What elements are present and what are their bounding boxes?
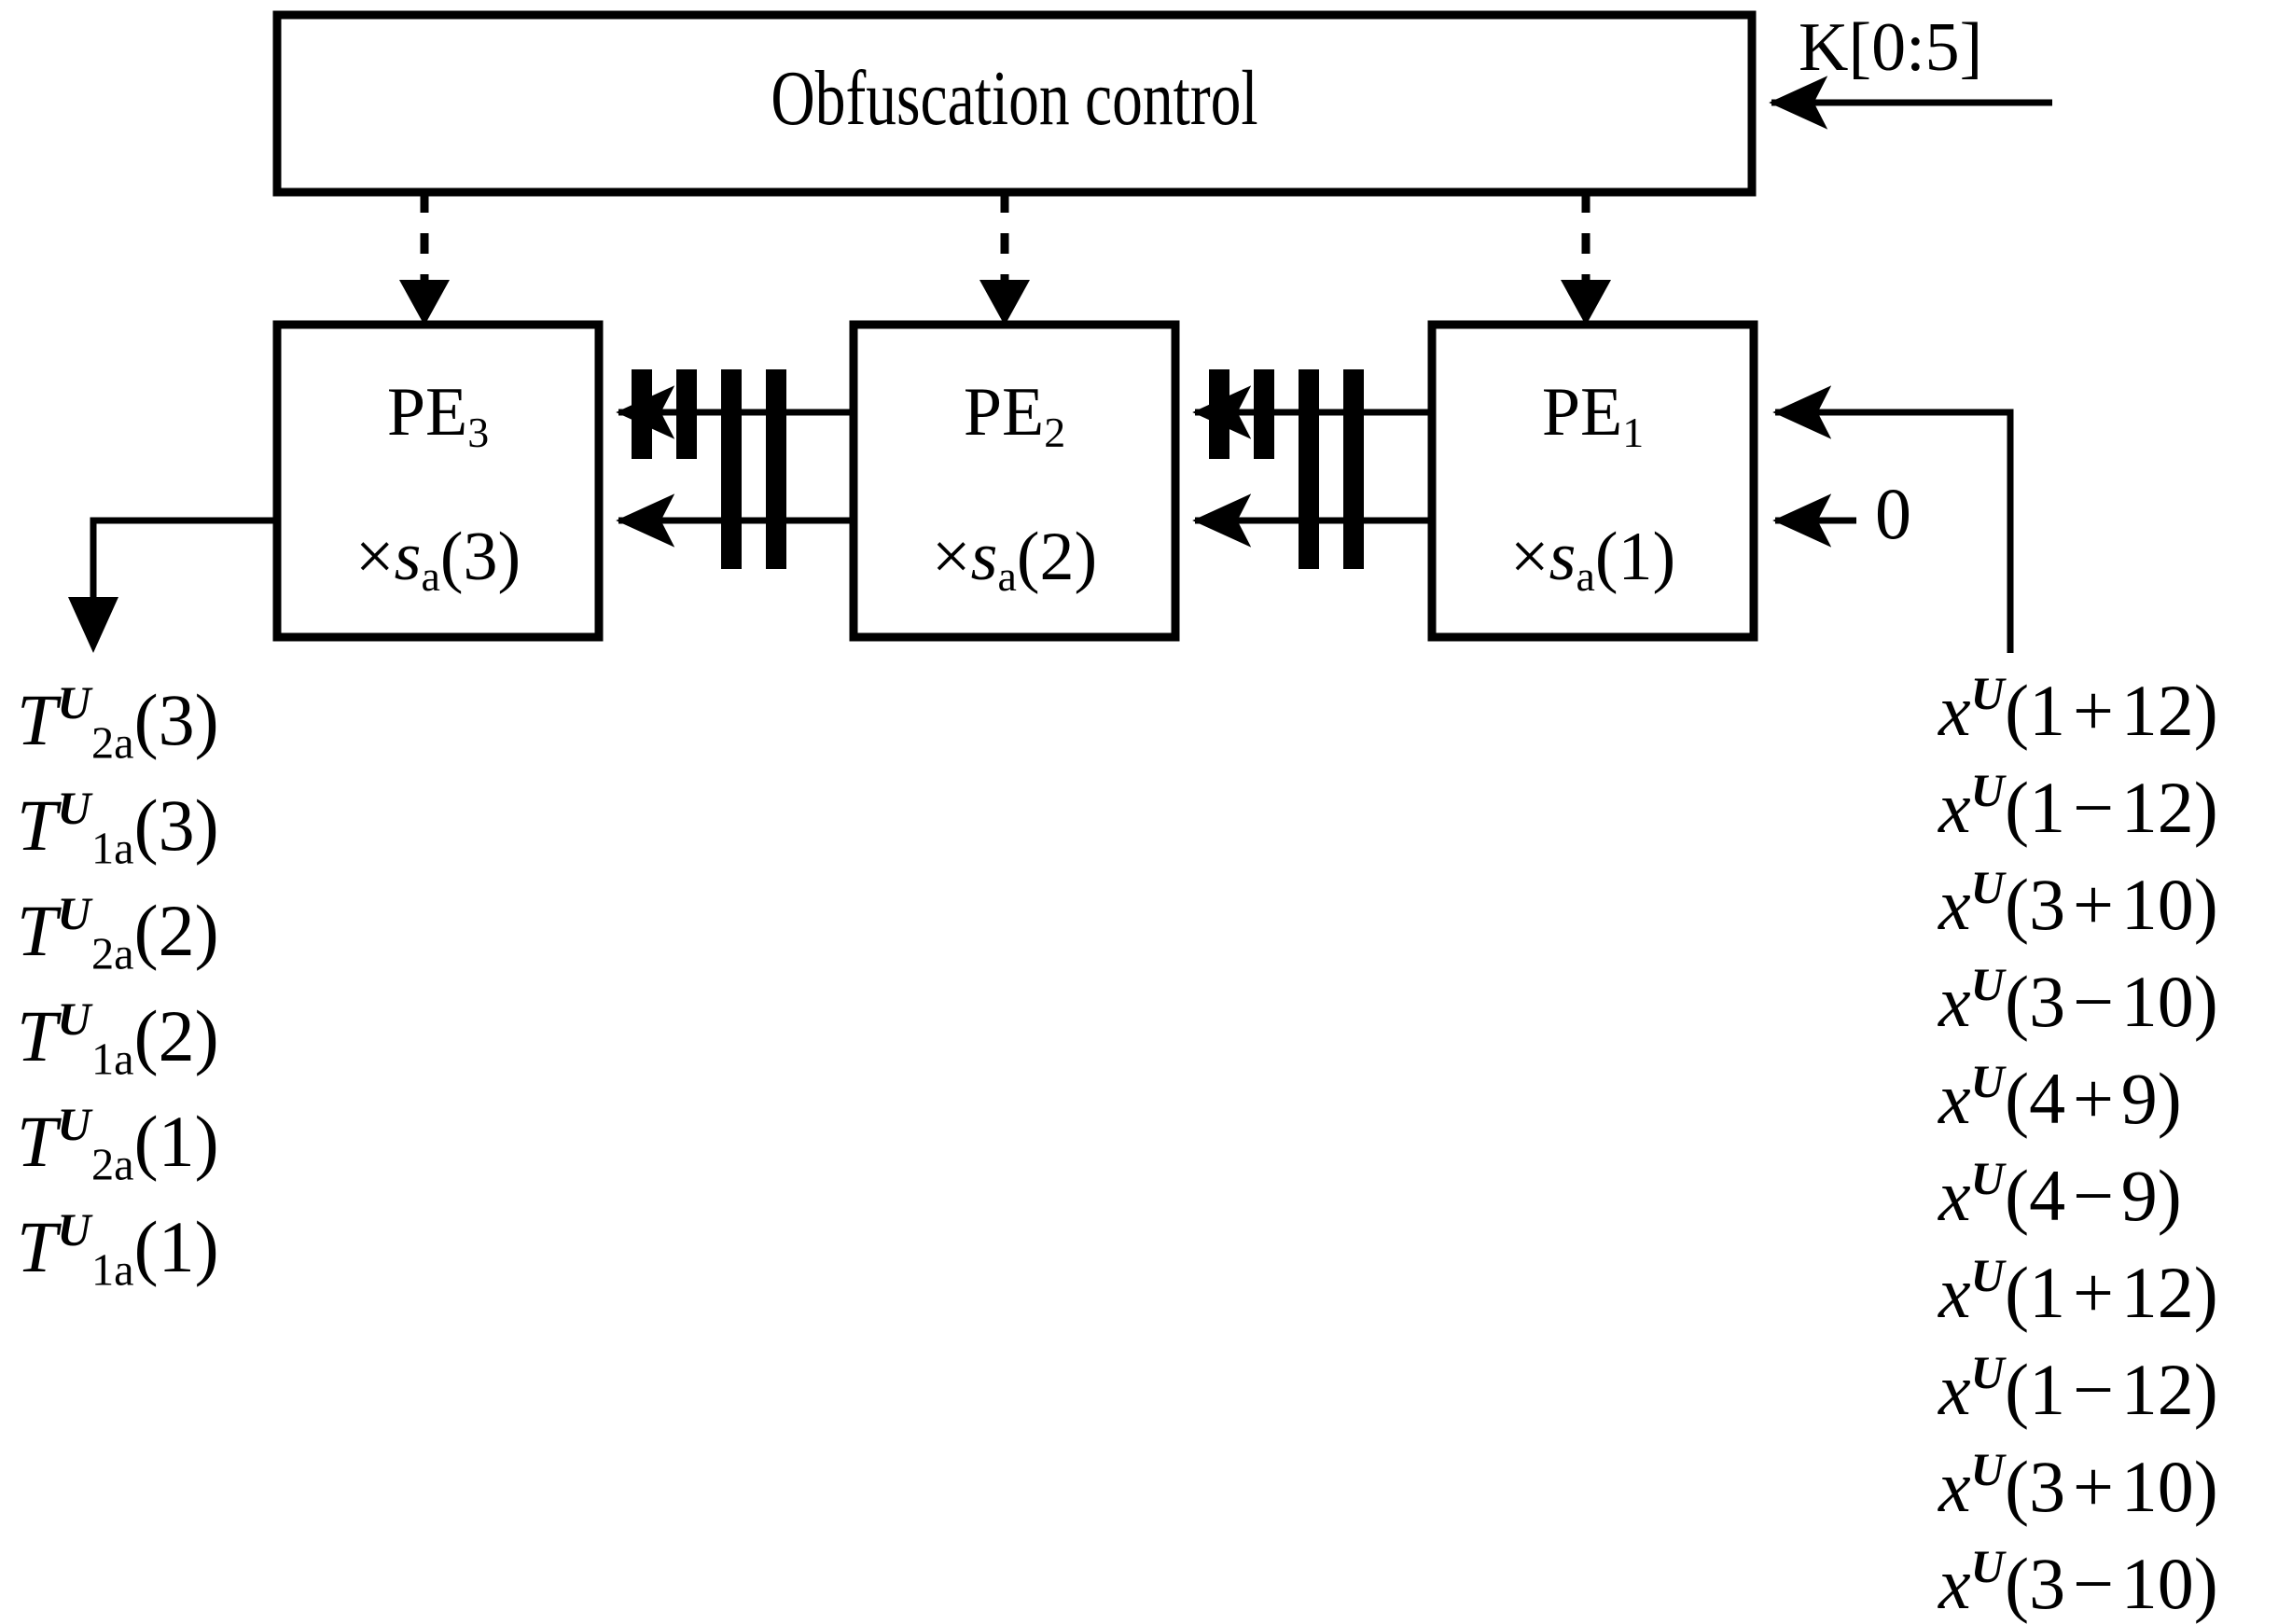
pe2-multiplier-label: ×sa(2) bbox=[931, 519, 1098, 600]
pe1-label: PE1 bbox=[1541, 374, 1645, 456]
output-label: TU1a(1) bbox=[17, 1204, 219, 1296]
register-short-bar bbox=[1209, 369, 1229, 459]
input-label: xU(4+9) bbox=[1938, 1056, 2182, 1139]
output-label: TU1a(2) bbox=[17, 993, 219, 1085]
register-tall-bar bbox=[1299, 369, 1319, 569]
input-label: xU(1+12) bbox=[1938, 668, 2218, 751]
output-label: TU2a(3) bbox=[17, 677, 219, 769]
register-bars-group-1 bbox=[632, 369, 786, 569]
output-label: TU2a(2) bbox=[17, 888, 219, 979]
obfuscation-control-box bbox=[272, 10, 1757, 197]
pe1-multiplier-label: ×sa(1) bbox=[1509, 519, 1676, 600]
key-input-label: K[0:5] bbox=[1799, 9, 1983, 86]
input-feedback-path bbox=[1772, 385, 2014, 653]
pe2-box bbox=[849, 320, 1180, 642]
input-label: xU(3+10) bbox=[1938, 1444, 2218, 1527]
register-short-bar bbox=[676, 369, 697, 459]
register-tall-bar bbox=[766, 369, 786, 569]
input-label: xU(3−10) bbox=[1938, 959, 2218, 1042]
register-short-bar bbox=[1254, 369, 1274, 459]
pe3-multiplier-label: ×sa(3) bbox=[354, 519, 521, 600]
constant-zero-label: 0 bbox=[1875, 473, 1911, 554]
register-tall-bar bbox=[1343, 369, 1364, 569]
output-label: TU2a(1) bbox=[17, 1099, 219, 1190]
input-label: xU(3+10) bbox=[1938, 862, 2218, 945]
pe3-box bbox=[272, 320, 604, 642]
input-label: xU(1+12) bbox=[1938, 1250, 2218, 1333]
pe2-label: PE2 bbox=[963, 374, 1066, 456]
output-path-pe3 bbox=[68, 517, 277, 653]
register-bars-group-2 bbox=[1209, 369, 1364, 569]
obfuscation-control-label: Obfuscation control bbox=[771, 55, 1258, 142]
control-dashed-line-pe2 bbox=[979, 192, 1030, 326]
register-tall-bar bbox=[721, 369, 742, 569]
register-short-bar bbox=[632, 369, 652, 459]
input-label: xU(4−9) bbox=[1938, 1153, 2182, 1236]
control-dashed-line-pe1 bbox=[1561, 192, 1611, 326]
output-label: TU1a(3) bbox=[17, 783, 219, 874]
input-label: xU(1−12) bbox=[1938, 765, 2218, 848]
input-label: xU(1−12) bbox=[1938, 1347, 2218, 1430]
pe3-label: PE3 bbox=[386, 374, 490, 456]
pe1-box bbox=[1427, 320, 1758, 642]
control-dashed-line-pe3 bbox=[399, 192, 450, 326]
input-label: xU(3−10) bbox=[1938, 1541, 2218, 1624]
